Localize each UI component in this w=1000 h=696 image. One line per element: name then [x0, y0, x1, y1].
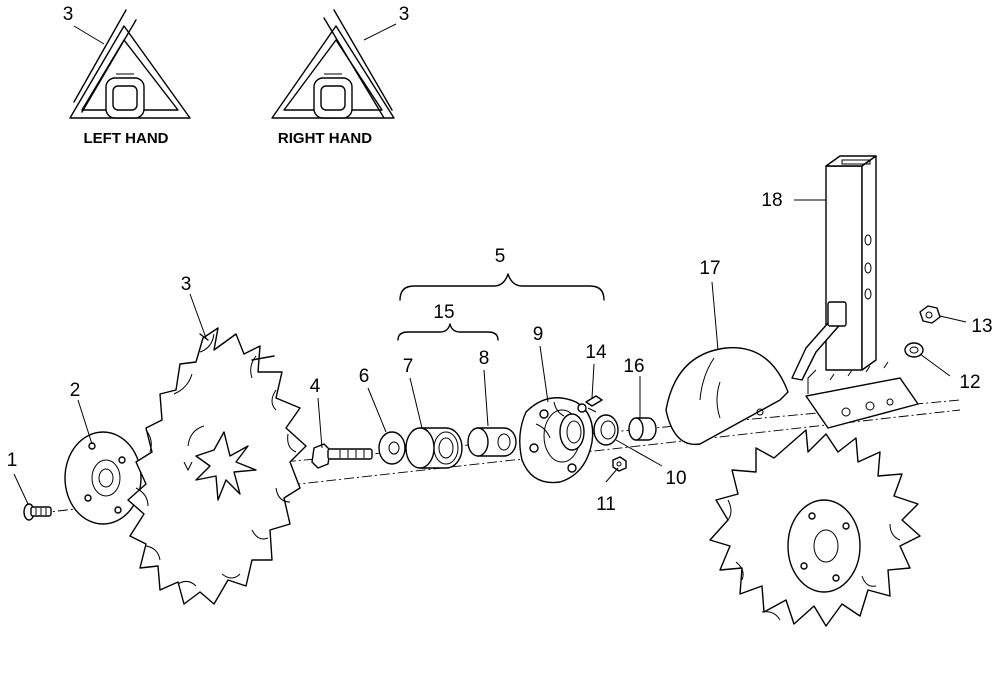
right-hand-caption: RIGHT HAND	[278, 130, 372, 147]
right-hand-orientation-icon	[271, 9, 395, 119]
part-4-axle-bolt	[311, 443, 373, 469]
callout-14: 14	[585, 342, 607, 363]
assembled-toothed-wheel	[709, 429, 921, 627]
part-1-carriage-bolt	[23, 503, 52, 521]
part-10-seal	[593, 414, 619, 446]
callout-16: 16	[623, 356, 644, 377]
part-18-shank-bracket	[791, 155, 919, 429]
leader-lines	[13, 23, 967, 505]
callout-18: 18	[761, 190, 782, 211]
part-8-bushing	[467, 427, 517, 457]
callout-9: 9	[533, 324, 544, 345]
callout-10: 10	[665, 468, 686, 489]
assembly-5-bracket	[399, 273, 605, 301]
part-16-spacer	[628, 417, 657, 441]
part-2-hub-flange	[64, 431, 142, 525]
callout-6: 6	[359, 366, 370, 387]
part-13-hex-nut	[919, 305, 941, 324]
callout-1: 1	[7, 450, 18, 471]
callout-5: 5	[495, 246, 506, 267]
callout-7: 7	[403, 356, 414, 377]
callout-3-left-icon: 3	[63, 4, 74, 25]
callout-13: 13	[971, 316, 992, 337]
part-6-spacer-washer	[378, 431, 406, 465]
callout-8: 8	[479, 348, 490, 369]
callout-17: 17	[699, 258, 720, 279]
callout-12: 12	[959, 372, 980, 393]
left-hand-caption: LEFT HAND	[84, 130, 169, 147]
part-3-toothed-wheel	[127, 327, 307, 605]
part-9-hub	[519, 397, 594, 484]
callout-2: 2	[70, 380, 81, 401]
part-14-grease-fitting	[585, 395, 603, 413]
assembly-15-bracket	[397, 323, 499, 341]
callout-4: 4	[310, 376, 321, 397]
callout-3-wheel: 3	[181, 274, 192, 295]
callout-15: 15	[433, 302, 454, 323]
part-7-bearing	[405, 427, 463, 469]
callout-11: 11	[596, 494, 616, 515]
part-17-wheel-shield	[665, 347, 789, 446]
part-12-lock-washer	[904, 342, 924, 358]
left-hand-orientation-icon	[69, 9, 191, 119]
part-11-nut	[612, 456, 627, 472]
callout-3-right-icon: 3	[399, 4, 410, 25]
